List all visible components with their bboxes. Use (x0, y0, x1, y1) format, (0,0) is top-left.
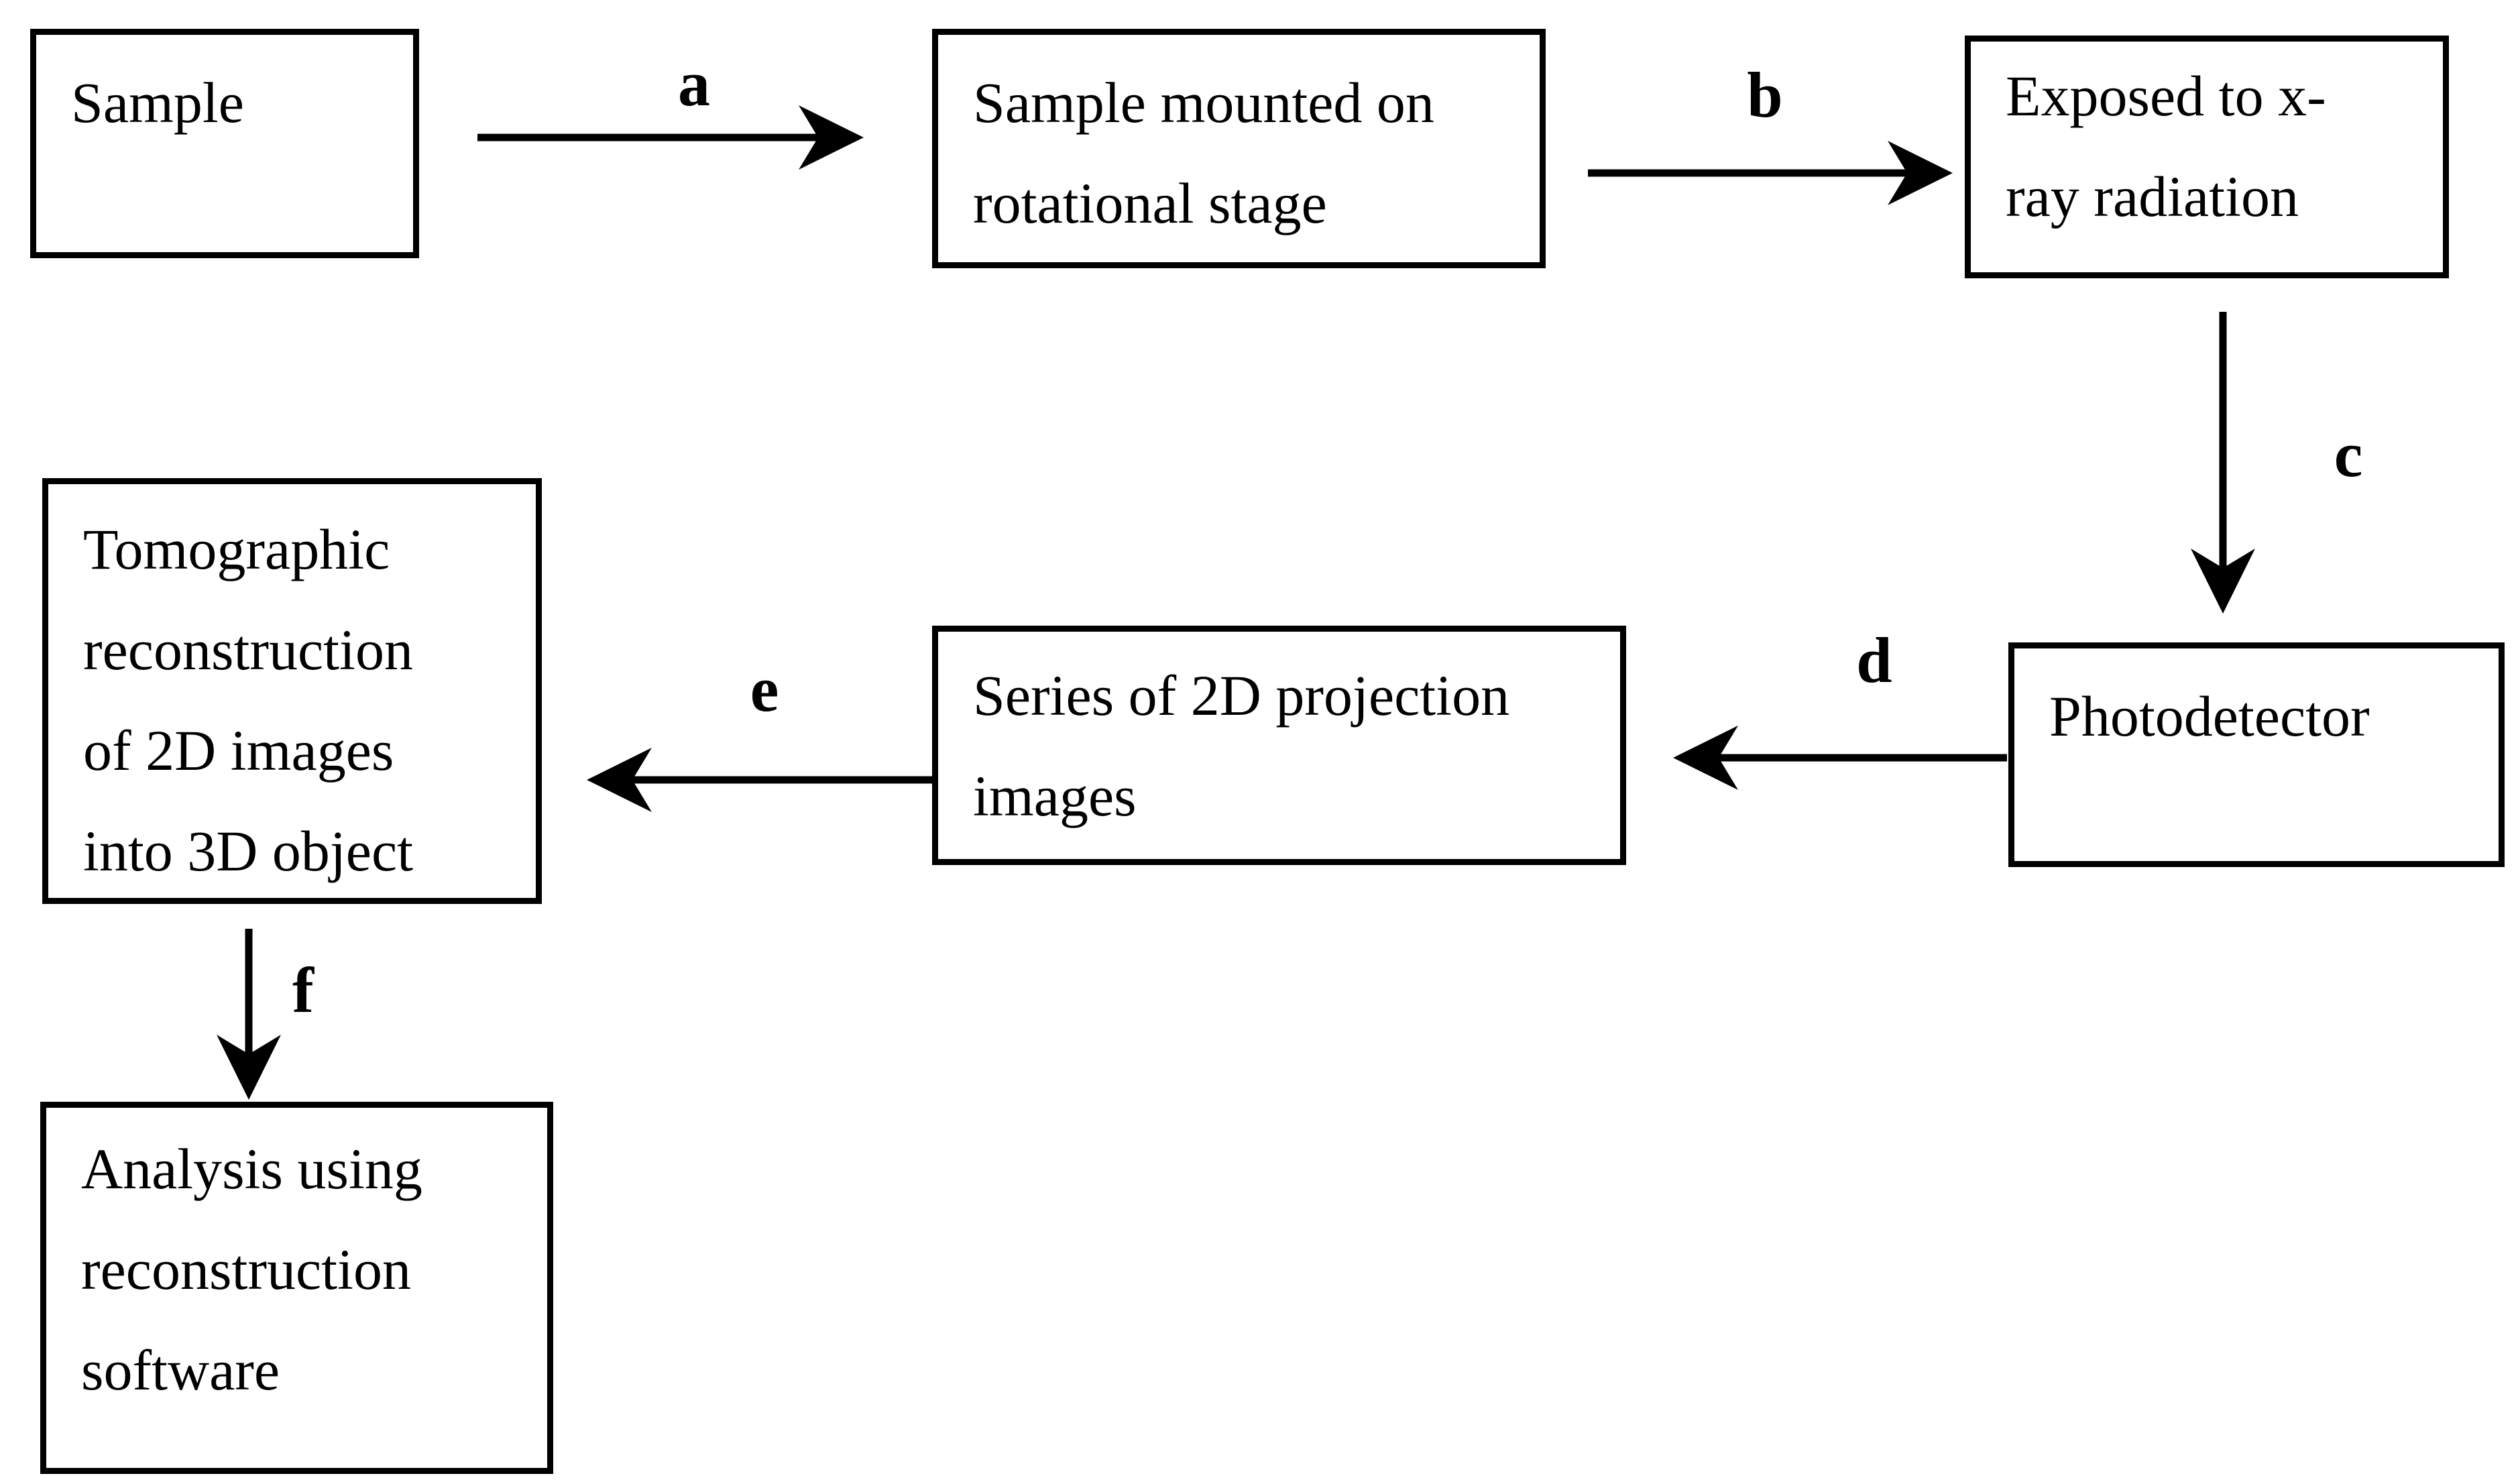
arrow-e (587, 748, 933, 812)
box-text-line: Analysis using (81, 1137, 422, 1201)
arrowhead-left-icon (587, 748, 652, 812)
arrow-label-b: b (1747, 59, 1783, 131)
box-text-line: ray radiation (2006, 164, 2299, 229)
box-text-line: Exposed to x- (2006, 64, 2326, 128)
arrow-c (2191, 312, 2255, 614)
box-text-line: Series of 2D projection (973, 663, 1510, 728)
box-text-line: Tomographic (83, 517, 390, 581)
box-analysis-using-reconstruction-software: Analysis using reconstruction software (40, 1102, 553, 1474)
arrowhead-down-icon (2191, 549, 2255, 614)
arrowhead-left-icon (1673, 726, 1738, 790)
arrowhead-right-icon (799, 105, 864, 170)
arrowhead-down-icon (217, 1035, 281, 1100)
box-text-line: software (81, 1338, 280, 1402)
arrow-d (1673, 726, 2007, 790)
arrowhead-right-icon (1888, 141, 1953, 205)
arrow-label-f: f (292, 954, 314, 1026)
arrow-a (477, 105, 864, 170)
box-text-line: reconstruction (81, 1237, 411, 1302)
box-exposed-to-x-ray-radiation: Exposed to x- ray radiation (1965, 36, 2449, 278)
box-text-line: Sample (71, 70, 244, 135)
arrow-b (1588, 141, 1953, 205)
box-text-line: of 2D images (83, 718, 394, 783)
arrow-label-d: d (1856, 624, 1892, 696)
box-sample-mounted-on-rotational-stage: Sample mounted on rotational stage (932, 29, 1546, 268)
box-text-line: Sample mounted on (973, 70, 1434, 135)
box-sample: Sample (30, 29, 419, 258)
box-photodetector: Photodetector (2008, 642, 2505, 867)
box-tomographic-reconstruction: Tomographic reconstruction of 2D images … (42, 478, 542, 904)
box-series-of-2d-projection-images: Series of 2D projection images (932, 626, 1626, 865)
arrow-label-a: a (678, 48, 710, 119)
arrow-label-c: c (2334, 418, 2363, 490)
box-text-line: into 3D object (83, 819, 414, 883)
box-text-line: reconstruction (83, 618, 413, 682)
box-text-line: rotational stage (973, 171, 1327, 235)
box-text-line: images (973, 764, 1137, 828)
arrow-label-e: e (750, 653, 779, 725)
box-text-line: Photodetector (2049, 684, 2370, 748)
arrow-f (217, 929, 281, 1100)
